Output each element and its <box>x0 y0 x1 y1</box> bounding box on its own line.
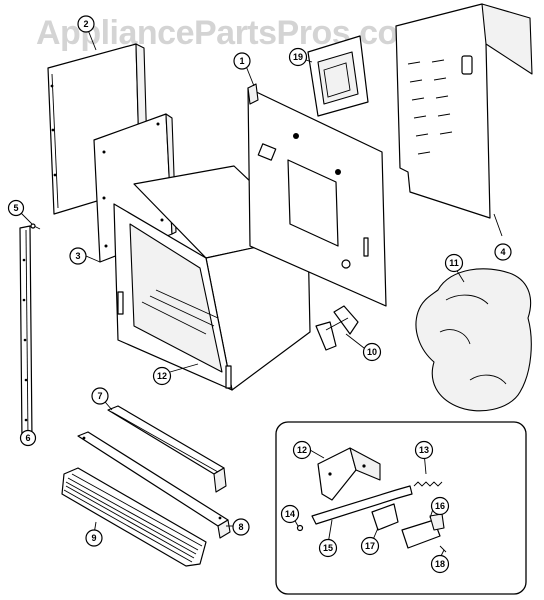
callout-3-label: 3 <box>75 251 80 261</box>
callout-11-label: 11 <box>449 258 459 268</box>
callout-1: 1 <box>233 52 251 70</box>
callout-8: 8 <box>232 518 250 536</box>
callout-6: 6 <box>19 429 37 447</box>
callout-18-label: 18 <box>435 559 445 569</box>
part-vent-grille <box>61 467 207 567</box>
inset-box-latch-assembly <box>275 421 527 595</box>
callout-17-label: 17 <box>365 541 375 551</box>
callout-4-label: 4 <box>500 247 505 257</box>
callout-15-label: 15 <box>323 543 333 553</box>
callout-12-inset-label: 12 <box>297 445 307 455</box>
callout-2-label: 2 <box>83 19 88 29</box>
callout-3: 3 <box>69 247 87 265</box>
callout-7: 7 <box>91 387 109 405</box>
callout-10: 10 <box>362 342 382 362</box>
callout-9-label: 9 <box>91 533 96 543</box>
watermark-text: AppliancePartsPros.com <box>36 14 427 52</box>
part-hinge-bracket <box>315 305 359 351</box>
callout-19-label: 19 <box>293 52 303 62</box>
part-side-rail <box>19 225 33 443</box>
callout-7-label: 7 <box>97 391 102 401</box>
callout-1-label: 1 <box>239 56 244 66</box>
part-lower-trim <box>77 431 231 539</box>
part-control-panel <box>307 35 369 117</box>
callout-10-label: 10 <box>367 347 377 357</box>
part-front-panel <box>247 83 387 307</box>
callout-18: 18 <box>430 554 450 574</box>
callout-9: 9 <box>85 529 103 547</box>
callout-14: 14 <box>280 504 300 524</box>
callout-12-top-label: 12 <box>157 371 167 381</box>
callout-12-top: 12 <box>152 366 172 386</box>
callout-17: 17 <box>360 536 380 556</box>
part-screw <box>30 223 41 230</box>
part-insulation <box>415 268 532 412</box>
callout-19: 19 <box>288 47 308 67</box>
callout-5: 5 <box>7 199 25 217</box>
callout-5-label: 5 <box>13 203 18 213</box>
callout-8-label: 8 <box>238 522 243 532</box>
callout-12-inset: 12 <box>292 440 312 460</box>
callout-11: 11 <box>444 253 464 273</box>
callout-16: 16 <box>430 496 450 516</box>
callout-16-label: 16 <box>435 501 445 511</box>
callout-13: 13 <box>414 440 434 460</box>
part-trim-bar <box>107 405 227 493</box>
callout-4: 4 <box>494 243 512 261</box>
callout-13-label: 13 <box>419 445 429 455</box>
part-back-panel <box>395 3 533 219</box>
callout-2: 2 <box>77 15 95 33</box>
callout-6-label: 6 <box>25 433 30 443</box>
callout-15: 15 <box>318 538 338 558</box>
callout-14-label: 14 <box>285 509 295 519</box>
